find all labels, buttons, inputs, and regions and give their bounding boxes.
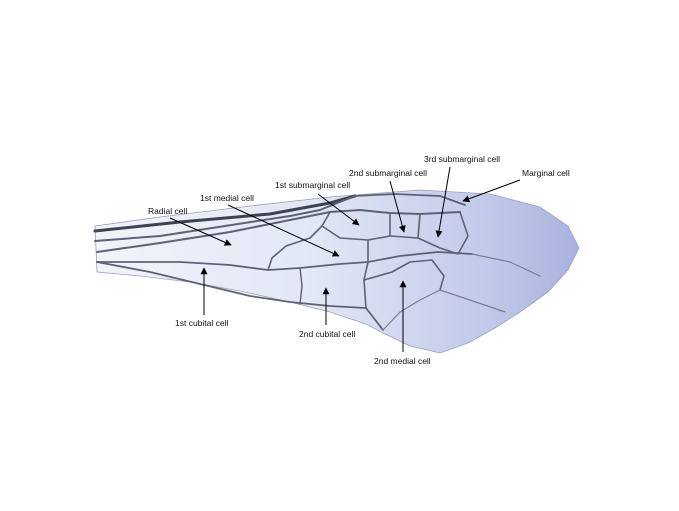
arrow-first-submarginal-cell — [317, 193, 360, 226]
arrow-second-submarginal-cell — [389, 180, 406, 233]
arrow-first-medial-cell — [227, 204, 340, 257]
anal-vein — [382, 289, 441, 331]
costal-vein — [93, 194, 357, 233]
cell-labels: Radial cell 1st medial cell 1st submargi… — [148, 154, 570, 366]
submarginal-cross-3 — [417, 211, 469, 255]
cubital-cross — [299, 267, 303, 305]
label-third-submarginal-cell: 3rd submarginal cell — [424, 154, 500, 164]
apical-vein-1 — [471, 253, 541, 277]
second-medial-vein — [363, 259, 445, 291]
label-second-submarginal-cell: 2nd submarginal cell — [349, 168, 427, 178]
label-radial-cell: Radial cell — [148, 206, 187, 216]
label-second-medial-cell: 2nd medial cell — [374, 356, 431, 366]
wing-veins — [93, 193, 541, 331]
label-first-cubital-cell: 1st cubital cell — [175, 318, 228, 328]
label-marginal-cell: Marginal cell — [522, 168, 570, 178]
subcostal-vein — [94, 195, 356, 242]
label-arrows — [169, 166, 521, 352]
basal-vein — [267, 211, 331, 271]
label-first-medial-cell: 1st medial cell — [200, 193, 254, 203]
medial-vein — [96, 251, 473, 271]
wing-membrane — [94, 189, 580, 354]
arrow-third-submarginal-cell — [435, 166, 451, 238]
cubital-vein — [96, 261, 384, 331]
label-first-submarginal-cell: 1st submarginal cell — [275, 180, 350, 190]
medial-cross — [363, 239, 369, 309]
arrow-marginal-cell — [462, 179, 521, 203]
label-second-cubital-cell: 2nd cubital cell — [299, 329, 355, 339]
apical-vein-2 — [439, 289, 506, 313]
arrow-radial-cell — [169, 217, 232, 246]
stigma — [354, 193, 466, 206]
